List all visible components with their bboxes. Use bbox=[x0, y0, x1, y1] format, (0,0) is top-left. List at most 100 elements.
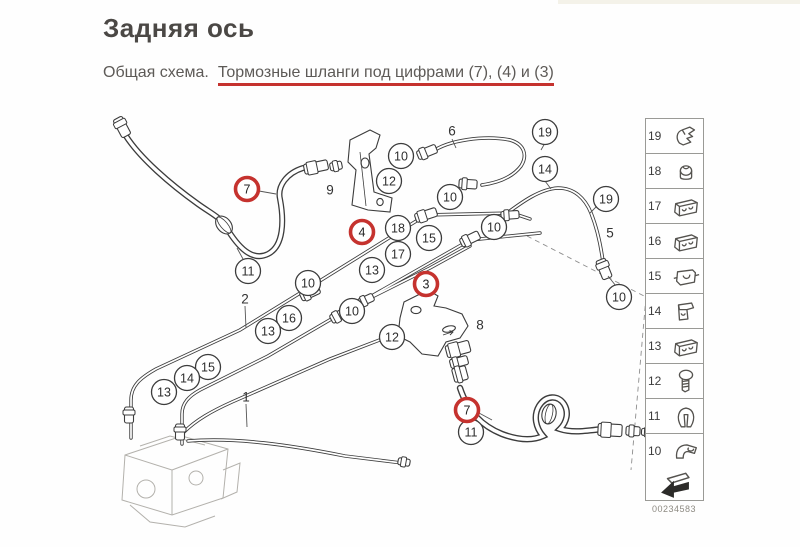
svg-text:12: 12 bbox=[385, 331, 399, 345]
legend-item-number: 12 bbox=[648, 374, 662, 388]
legend-item-10: 10 bbox=[646, 434, 703, 468]
legend-item-17: 17 bbox=[646, 189, 703, 224]
legend-item-11: 11 bbox=[646, 399, 703, 434]
callout-10: 10 bbox=[436, 183, 464, 211]
callout-19: 19 bbox=[592, 185, 620, 213]
highlighted-callout-7: 7 bbox=[233, 175, 261, 203]
page-subtitle: Общая схема. Тормозные шланги под цифрами… bbox=[103, 64, 554, 86]
pipes-core bbox=[124, 134, 604, 464]
callout-10: 10 bbox=[294, 269, 322, 297]
svg-text:13: 13 bbox=[365, 264, 379, 278]
svg-text:19: 19 bbox=[538, 126, 552, 140]
svg-text:10: 10 bbox=[301, 277, 315, 291]
direction-arrow-icon bbox=[660, 472, 690, 498]
legend-item-number: 10 bbox=[648, 444, 662, 458]
page-title: Задняя ось bbox=[103, 13, 255, 43]
callout-10: 10 bbox=[605, 283, 633, 311]
svg-text:14: 14 bbox=[180, 372, 194, 386]
screw-icon bbox=[678, 369, 694, 392]
part-label-6: 6 bbox=[448, 124, 456, 139]
svg-text:3: 3 bbox=[423, 278, 430, 292]
spring-clip-icon bbox=[676, 125, 696, 146]
svg-text:11: 11 bbox=[465, 426, 478, 440]
part-label-1: 1 bbox=[242, 390, 250, 405]
legend-item-15: 15 bbox=[646, 259, 703, 294]
svg-text:15: 15 bbox=[422, 232, 436, 246]
svg-text:10: 10 bbox=[345, 305, 359, 319]
legend-item-number: 17 bbox=[648, 199, 662, 213]
callout-10: 10 bbox=[387, 142, 415, 170]
callout-16: 16 bbox=[275, 304, 303, 332]
legend-item-number: 16 bbox=[648, 234, 662, 248]
callout-14: 14 bbox=[531, 155, 559, 183]
callout-14: 14 bbox=[173, 364, 201, 392]
legend-item-14: 14 bbox=[646, 294, 703, 329]
abs-unit-sketch bbox=[121, 435, 241, 528]
brackets bbox=[347, 129, 469, 357]
svg-text:13: 13 bbox=[261, 325, 275, 339]
callout-10: 10 bbox=[480, 213, 508, 241]
fork-clip-icon bbox=[677, 406, 695, 427]
subtitle-prefix: Общая схема. bbox=[103, 64, 209, 81]
callout-19: 19 bbox=[531, 118, 559, 146]
svg-text:10: 10 bbox=[487, 221, 501, 235]
callout-11: 11 bbox=[457, 418, 485, 446]
bracket-clip-icon bbox=[675, 443, 697, 459]
parts-legend: 19 18 17 16 15 14 13 12 11 10 bbox=[645, 118, 704, 501]
svg-text:16: 16 bbox=[282, 312, 296, 326]
svg-text:10: 10 bbox=[612, 291, 626, 305]
bracket-9 bbox=[347, 129, 393, 213]
callout-15: 15 bbox=[194, 353, 222, 381]
svg-text:15: 15 bbox=[201, 361, 215, 375]
callout-circles: 1012101914191018151713101110161310151413… bbox=[150, 118, 633, 446]
svg-text:14: 14 bbox=[538, 163, 552, 177]
legend-item-number: 15 bbox=[648, 269, 662, 283]
legend-item-number: 14 bbox=[648, 304, 662, 318]
grommet-icon bbox=[679, 164, 693, 180]
highlighted-callout-4: 4 bbox=[348, 218, 376, 246]
part-label-5: 5 bbox=[606, 226, 614, 241]
hose-grommets bbox=[215, 215, 557, 425]
callout-13: 13 bbox=[150, 378, 178, 406]
part-label-9: 9 bbox=[326, 183, 334, 198]
line-holder-icon bbox=[674, 338, 698, 357]
callout-13: 13 bbox=[358, 256, 386, 284]
svg-text:13: 13 bbox=[157, 386, 171, 400]
direction-arrow-cell bbox=[646, 468, 703, 500]
svg-text:4: 4 bbox=[359, 226, 366, 240]
legend-item-13: 13 bbox=[646, 329, 703, 364]
legend-item-12: 12 bbox=[646, 364, 703, 399]
svg-text:10: 10 bbox=[394, 150, 408, 164]
svg-text:11: 11 bbox=[242, 265, 255, 279]
callout-11: 11 bbox=[234, 257, 262, 285]
legend-item-number: 13 bbox=[648, 339, 662, 353]
legend-item-16: 16 bbox=[646, 224, 703, 259]
holder-clip-icon bbox=[677, 301, 695, 321]
line-clamp-icon bbox=[673, 268, 700, 286]
legend-item-18: 18 bbox=[646, 154, 703, 189]
line-holder-icon bbox=[674, 233, 698, 252]
callout-15: 15 bbox=[415, 224, 443, 252]
scan-edge-artifact bbox=[558, 0, 800, 4]
line-holder-icon bbox=[674, 198, 698, 217]
svg-text:10: 10 bbox=[443, 191, 457, 205]
callout-13: 13 bbox=[254, 317, 282, 345]
drawing-id: 00234583 bbox=[651, 504, 697, 514]
legend-item-number: 19 bbox=[648, 129, 662, 143]
legend-item-19: 19 bbox=[646, 119, 703, 154]
highlighted-callout-7: 7 bbox=[453, 396, 481, 424]
svg-text:17: 17 bbox=[391, 248, 405, 262]
callout-12: 12 bbox=[378, 323, 406, 351]
svg-text:7: 7 bbox=[464, 404, 471, 418]
callout-12: 12 bbox=[375, 167, 403, 195]
subtitle-highlight: Тормозные шланги под цифрами (7), (4) и … bbox=[217, 64, 554, 86]
callout-17: 17 bbox=[384, 240, 412, 268]
svg-text:12: 12 bbox=[382, 175, 396, 189]
legend-item-number: 11 bbox=[648, 409, 661, 423]
part-label-8: 8 bbox=[476, 318, 484, 333]
callout-18: 18 bbox=[384, 214, 412, 242]
leader-lines bbox=[236, 138, 617, 428]
